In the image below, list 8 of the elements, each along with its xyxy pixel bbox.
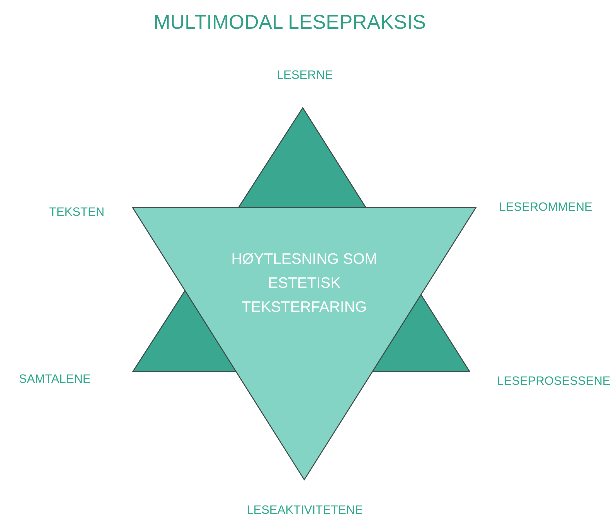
center-text: HØYTLESNING SOM ESTETISK TEKSTERFARING <box>230 250 378 318</box>
point-label: LESEPROSESSENE <box>497 374 611 388</box>
point-label: LESEAKTIVITETENE <box>246 503 364 516</box>
point-label: TEKSTEN <box>49 205 105 219</box>
point-label: LESERNE <box>276 68 334 82</box>
point-label: SAMTALENE <box>19 372 91 386</box>
diagram-title: MULTIMODAL LESEPRAKSIS <box>152 12 428 35</box>
point-label: LESEROMMENE <box>499 200 593 214</box>
